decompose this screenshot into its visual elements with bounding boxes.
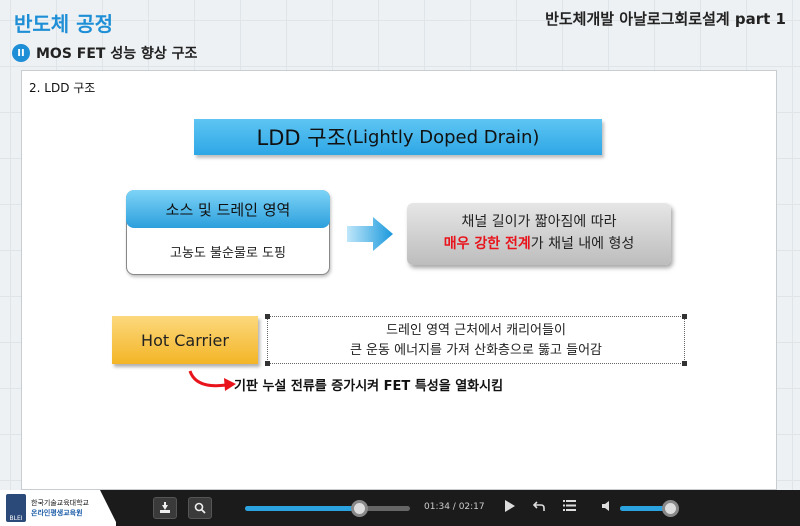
play-icon <box>505 500 515 512</box>
player-bar: BLEI 한국기술교육대학교 온라인평생교육원 01:34 / 02:17 <box>0 490 800 526</box>
logo-text: 한국기술교육대학교 온라인평생교육원 <box>31 498 89 518</box>
hot-carrier-desc-line1: 드레인 영역 근처에서 캐리어들이 <box>386 323 566 338</box>
volume-slider[interactable] <box>620 500 679 517</box>
logo-line1: 한국기술교육대학교 <box>31 499 89 507</box>
search-icon <box>194 502 206 514</box>
menu-button[interactable] <box>563 500 576 515</box>
progress-handle[interactable] <box>350 500 368 517</box>
replay-icon <box>532 501 545 511</box>
result-line2: 매우 강한 전계가 채널 내에 형성 <box>407 233 671 255</box>
ldd-banner: LDD 구조(Lightly Doped Drain) <box>194 119 602 155</box>
hot-carrier-description: 드레인 영역 근처에서 캐리어들이 큰 운동 에너지를 가져 산화층으로 뚫고 … <box>267 316 685 364</box>
selection-handle <box>682 361 687 366</box>
menu-icon <box>563 500 576 511</box>
effect-text: 기판 누설 전류를 증가시켜 FET 특성을 열화시킴 <box>234 379 504 394</box>
banner-sub: (Lightly Doped Drain) <box>345 126 540 148</box>
slide-content: 2. LDD 구조 LDD 구조(Lightly Doped Drain) 소스… <box>21 70 777 490</box>
result-box: 채널 길이가 짧아짐에 따라 매우 강한 전계가 채널 내에 형성 <box>407 203 671 265</box>
selection-handle <box>265 361 270 366</box>
volume-icon <box>602 501 609 511</box>
slide-section-label: 2. LDD 구조 <box>29 81 96 95</box>
play-button[interactable] <box>505 500 515 516</box>
source-drain-body: 고농도 불순물로 도핑 <box>170 245 286 261</box>
result-line1: 채널 길이가 짧아짐에 따라 <box>461 214 617 230</box>
section-heading: II MOS FET 성능 향상 구조 <box>12 43 197 63</box>
download-button[interactable] <box>153 497 177 519</box>
ii-icon: II <box>12 44 30 62</box>
volume-fill <box>620 506 670 511</box>
section-title: MOS FET 성능 향상 구조 <box>36 46 198 62</box>
logo-divider <box>100 490 118 526</box>
curved-arrow-icon <box>188 370 236 391</box>
download-icon <box>160 502 170 513</box>
banner-main: LDD 구조 <box>256 126 346 150</box>
logo-line2: 온라인평생교육원 <box>31 509 83 517</box>
search-button[interactable] <box>188 497 212 519</box>
hot-carrier-box: Hot Carrier <box>112 316 258 364</box>
progress-slider[interactable] <box>245 500 410 517</box>
header: 반도체 공정 반도체개발 아날로그회로설계 part 1 II MOS FET … <box>0 0 800 70</box>
right-arrow-icon <box>347 217 393 251</box>
result-highlight: 매우 강한 전계 <box>443 236 531 252</box>
volume-handle[interactable] <box>661 500 679 517</box>
selection-handle <box>682 314 687 319</box>
progress-fill <box>245 506 359 511</box>
hot-carrier-desc-line2: 큰 운동 에너지를 가져 산화층으로 뚫고 들어감 <box>349 343 603 358</box>
volume-button[interactable] <box>602 500 612 515</box>
result-line2-rest: 가 채널 내에 형성 <box>530 236 635 252</box>
time-display: 01:34 / 02:17 <box>424 502 485 512</box>
selection-handle <box>265 314 270 319</box>
logo-mark: BLEI <box>6 494 26 522</box>
source-drain-title: 소스 및 드레인 영역 <box>126 190 330 228</box>
institution-logo: BLEI 한국기술교육대학교 온라인평생교육원 <box>0 490 116 526</box>
part-title: 반도체개발 아날로그회로설계 part 1 <box>545 10 786 28</box>
course-title: 반도체 공정 <box>14 12 113 36</box>
replay-button[interactable] <box>532 500 545 516</box>
